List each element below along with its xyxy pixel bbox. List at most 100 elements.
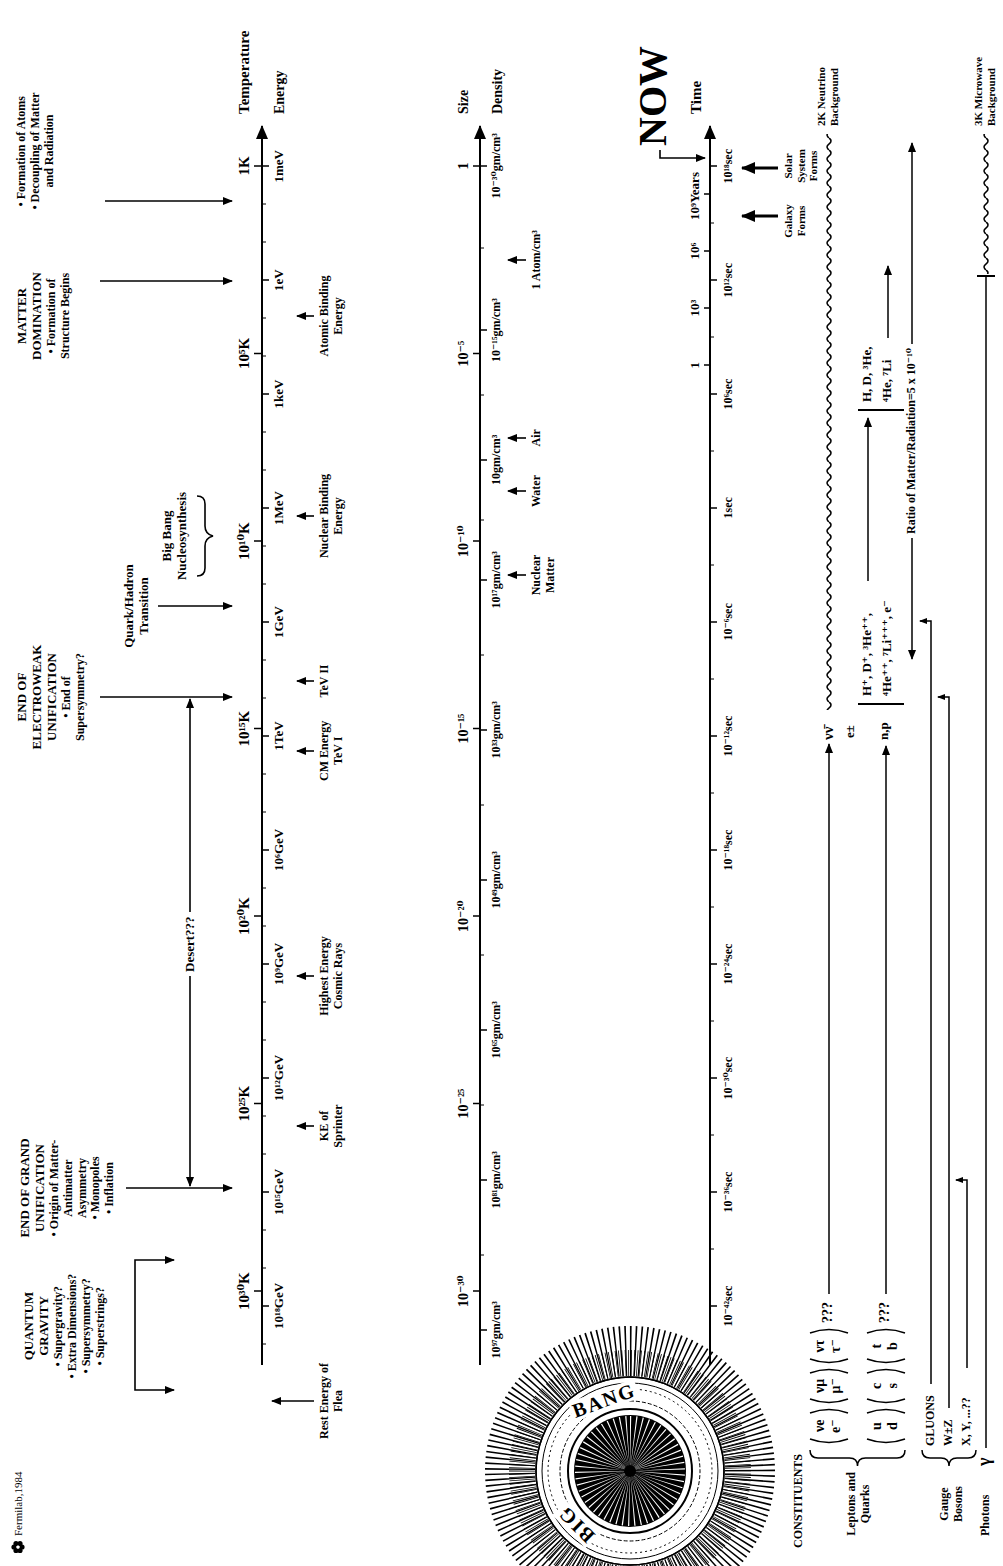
energy-label: 10¹²GeV: [272, 1055, 287, 1101]
axis-title: Time: [688, 81, 705, 114]
particle-symbol: W±Z: [942, 1419, 956, 1446]
particle-symbol: ⁴He, ⁷Li: [880, 360, 895, 402]
time-label: 10¹⁸sec: [722, 149, 736, 184]
particle-symbol: μ⁻: [828, 1378, 844, 1393]
size-label: 10⁻²⁰: [456, 900, 472, 932]
background-label: 2K Neutrino Background: [815, 16, 840, 126]
transition-bar: [858, 410, 904, 704]
temperature-label: 10²⁵K: [236, 1086, 253, 1122]
density-label: 10¹⁷gm/cm³: [490, 551, 504, 608]
density-label: 10⁹⁷gm/cm³: [490, 1301, 504, 1358]
scale-note: Water: [530, 475, 544, 507]
time-label: 10⁻¹⁸sec: [722, 830, 736, 871]
era-note: • Supergravity?: [52, 1286, 66, 1367]
pointer-arrow: [272, 1400, 314, 1402]
quantum-gravity-bracket: [135, 1260, 174, 1390]
credit-text: Fermilab,1984: [12, 1472, 25, 1536]
particle-symbol: τ⁻: [828, 1339, 844, 1353]
time-label: 10⁻²⁴sec: [722, 944, 736, 985]
particle-symbol: u: [869, 1422, 885, 1430]
axis-title: Density: [490, 69, 506, 114]
pointer-arrow: [742, 215, 778, 218]
era-note: • End of Supersymmetry?: [60, 640, 88, 755]
axis-ticks: [254, 166, 262, 1291]
size-axis: [479, 126, 481, 1365]
size-label: 10⁻³⁰: [456, 1275, 472, 1307]
temperature-label: 10⁵K: [236, 338, 253, 369]
photon-wave: [981, 134, 991, 274]
logo-center: [17, 1546, 20, 1549]
time-label: 10⁻⁶sec: [722, 603, 736, 640]
now-pointer: [660, 150, 705, 158]
energy-label: 10¹⁵GeV: [272, 1169, 287, 1215]
axis-ticks: [480, 248, 484, 1255]
scale-note: Atomic Binding Energy: [318, 264, 346, 369]
pointer-arrow: [297, 680, 314, 682]
axis-ticks: [710, 223, 714, 1249]
axes: [254, 126, 717, 1365]
scale-note: Nuclear Binding Energy: [318, 464, 346, 569]
density-label: 10³³gm/cm³: [490, 701, 504, 758]
doublet-parentheses: [810, 1330, 848, 1443]
particle-symbol: GLUONS: [924, 1395, 938, 1446]
particle-symbol: ⁴He⁺⁺, ⁷Li⁺⁺⁺, e⁻: [880, 600, 895, 696]
time-label: 10⁻¹²sec: [722, 716, 736, 757]
pointer-arrow: [158, 605, 232, 607]
era-note: • Formation of Atoms: [15, 96, 29, 207]
particle-symbol: H⁺, D⁺, ³He⁺⁺,: [860, 613, 875, 696]
big-bang-title: BANG: [568, 1379, 640, 1422]
sunburst-center: [624, 1465, 636, 1477]
group-label: Photons: [979, 1495, 993, 1536]
particle-symbol: c: [869, 1383, 885, 1389]
particle-symbol: ???: [820, 1302, 836, 1323]
year-label: 1: [688, 362, 703, 369]
era-line: [828, 744, 830, 1294]
energy-label: 1MeV: [272, 491, 287, 525]
pointer-arrow: [297, 315, 314, 317]
section-title: CONSTITUENTS: [792, 1454, 806, 1548]
particle-symbol: n,p: [877, 722, 892, 740]
era-line: [956, 1180, 967, 1368]
energy-label: 1TeV: [272, 721, 287, 750]
particle-symbol: b: [885, 1342, 901, 1350]
era-note: MATTER DOMINATION: [15, 264, 45, 369]
particle-symbol: ντ: [812, 1340, 828, 1353]
axis-title: Temperature: [236, 31, 253, 114]
particle-symbol: e⁻: [828, 1419, 844, 1433]
sunburst-core-rays: [600, 1441, 660, 1501]
era-note: Big Bang Nucleosynthesis: [160, 479, 190, 594]
axis-ticks: [262, 204, 266, 1344]
era-note: QUANTUM GRAVITY: [22, 1279, 52, 1374]
big-bang-sunburst: [510, 1351, 750, 1566]
time-axis: [709, 126, 711, 1365]
density-label: 10⁸¹gm/cm³: [490, 1151, 504, 1208]
background-label: 3K Microwave Background: [972, 16, 997, 126]
logo-petal: [13, 1548, 18, 1553]
year-label: 10⁶: [688, 243, 703, 260]
particle-symbol: t: [869, 1344, 885, 1349]
fermilab-logo: [11, 1541, 24, 1553]
era-note: • Decoupling of Matter and Radiation: [29, 91, 57, 211]
pointer-arrows: [100, 150, 778, 1401]
particle-symbol: d: [885, 1422, 901, 1430]
scale-note: Solar System Forms: [782, 142, 820, 190]
pointer-arrow: [105, 200, 232, 202]
axis-ticks: [704, 194, 710, 365]
era-note: END OF GRAND UNIFICATION: [18, 1136, 48, 1241]
density-label: 10⁻³⁰gm/cm³: [490, 133, 504, 198]
axis-title: Energy: [272, 70, 288, 114]
era-line: [938, 697, 949, 1408]
big-bang-circle: BIGBANG: [485, 1376, 775, 1566]
era-note: • Formation of Structure Begins: [45, 264, 73, 369]
axis-title: Size: [456, 90, 472, 114]
particle-symbol: ???: [877, 1302, 893, 1323]
particle-symbol: νe: [812, 1420, 828, 1432]
era-note: END OF ELECTROWEAK UNIFICATION: [15, 640, 60, 755]
era-note: • Origin of Matter-Antimatter Asymmetry: [48, 1131, 89, 1246]
particle-symbol: e±: [843, 725, 858, 738]
particle-symbol: s: [885, 1383, 901, 1388]
era-line: [920, 621, 931, 1384]
era-note: • Extra Dimensions?: [66, 1274, 80, 1379]
temperature-label: 10¹⁵K: [236, 711, 253, 747]
